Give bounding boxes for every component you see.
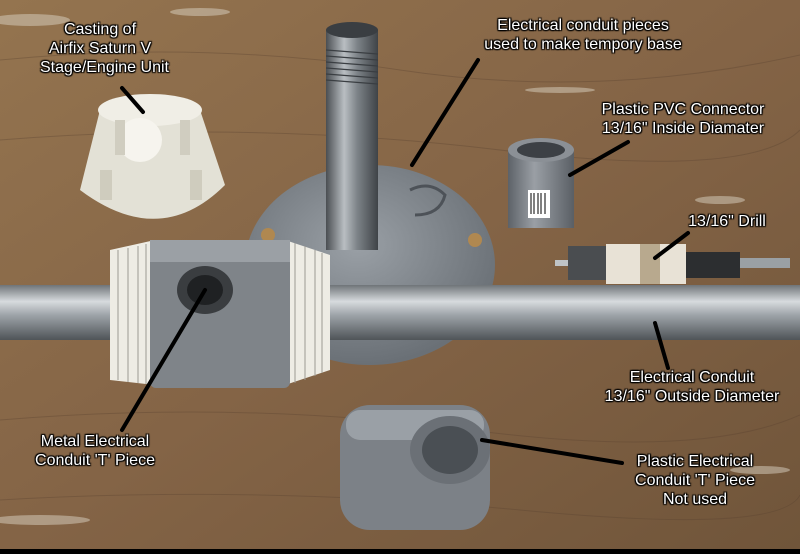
plate-screw-right <box>468 233 482 247</box>
label-drill: 13/16" Drill <box>688 213 766 230</box>
plate-emboss <box>409 184 447 217</box>
paint-specks <box>0 8 790 525</box>
leader-drill <box>653 231 690 260</box>
leader-pvc <box>568 140 630 177</box>
leader-metal-t <box>120 288 207 432</box>
label-pvc-connector: Plastic PVC Connector 13/16" Inside Diam… <box>601 101 765 137</box>
plastic-t-piece <box>340 405 490 530</box>
leader-conduit <box>653 321 670 370</box>
label-casting: Casting of Airfix Saturn V Stage/Engine … <box>40 21 169 76</box>
label-plastic-t: Plastic Electrical Conduit 'T' Piece Not… <box>635 453 755 508</box>
label-conduit-pieces: Electrical conduit pieces used to make t… <box>484 17 682 53</box>
vertical-pipe <box>326 30 378 250</box>
leader-lines <box>120 58 690 465</box>
saturn-casting <box>80 94 225 219</box>
plate-screw-left <box>261 228 275 242</box>
drill-bit <box>555 244 790 284</box>
leader-conduit-pieces <box>410 58 480 167</box>
metal-t-assembly <box>110 240 330 388</box>
label-metal-t: Metal Electrical Conduit 'T' Piece <box>35 433 155 469</box>
vertical-pipe-top <box>326 22 378 38</box>
pipe-threads <box>325 49 379 85</box>
pvc-connector <box>508 138 574 228</box>
label-conduit: Electrical Conduit 13/16" Outside Diamet… <box>604 369 780 405</box>
leader-plastic-t <box>480 438 624 465</box>
leader-casting <box>120 86 145 114</box>
